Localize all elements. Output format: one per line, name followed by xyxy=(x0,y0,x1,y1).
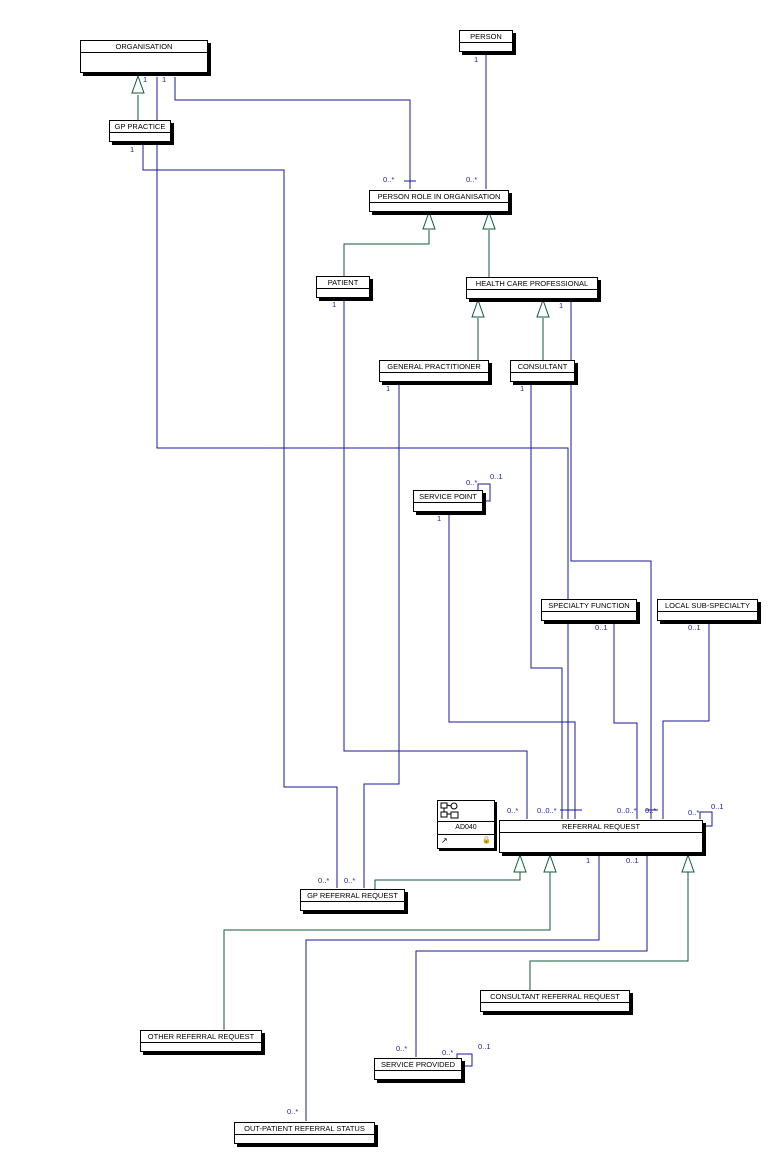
multiplicity-label: 0..1 xyxy=(626,856,639,865)
multiplicity-label: 0..* xyxy=(344,876,356,885)
association-organisation-person-role xyxy=(174,77,411,189)
generalization-arrowhead xyxy=(543,853,557,873)
generalization-arrowhead xyxy=(471,298,485,318)
generalization-arrowhead xyxy=(422,210,436,230)
multiplicity-label: 0..* xyxy=(507,806,519,815)
entity-name: GENERAL PRACTITIONER xyxy=(380,361,488,373)
entity-name: GP PRACTICE xyxy=(110,121,170,133)
multiplicity-label: 0..* xyxy=(442,1048,454,1057)
multiplicity-label: 1 xyxy=(143,75,148,84)
entity-name: REFERRAL REQUEST xyxy=(500,821,702,833)
entity-name: PATIENT xyxy=(317,277,369,289)
entity-name: CONSULTANT xyxy=(511,361,574,373)
association-patient-referral xyxy=(343,299,528,819)
entity-name: SERVICE POINT xyxy=(414,491,482,503)
multiplicity-label: 1 xyxy=(130,145,135,154)
association-referral-self xyxy=(699,811,713,827)
entity-name: HEALTH CARE PROFESSIONAL xyxy=(467,278,597,290)
entity-health-care-professional[interactable]: HEALTH CARE PROFESSIONAL xyxy=(466,277,598,299)
association-hcp-referral xyxy=(570,300,652,819)
association-referral-out-patient-status xyxy=(305,854,600,1121)
entity-consultant-referral-request[interactable]: CONSULTANT REFERRAL REQUEST xyxy=(480,990,630,1012)
entity-name: LOCAL SUB-SPECIALTY xyxy=(658,600,757,612)
multiplicity-label: 1 xyxy=(520,384,525,393)
generalization-arrowhead xyxy=(681,853,695,873)
entity-local-sub-specialty[interactable]: LOCAL SUB-SPECIALTY xyxy=(657,599,758,621)
multiplicity-label: 1 xyxy=(332,300,337,309)
entity-organisation[interactable]: ORGANISATION xyxy=(80,40,208,73)
model-element-footer: ↗ 🔒 xyxy=(438,835,494,849)
multiplicity-label: 0..* xyxy=(645,806,657,815)
entity-name: CONSULTANT REFERRAL REQUEST xyxy=(481,991,629,1003)
multiplicity-label: 0..* xyxy=(396,1044,408,1053)
association-sub-specialty-referral xyxy=(662,622,710,819)
multiplicity-label: 0..* xyxy=(383,175,395,184)
entity-patient[interactable]: PATIENT xyxy=(316,276,370,298)
lock-icon: 🔒 xyxy=(482,836,491,844)
entity-name: SERVICE PROVIDED xyxy=(375,1059,461,1071)
entity-name: OTHER REFERRAL REQUEST xyxy=(141,1031,261,1043)
model-element-header xyxy=(438,801,494,822)
association-specialty-referral xyxy=(613,622,638,819)
entity-gp-practice[interactable]: GP PRACTICE xyxy=(109,120,171,142)
multiplicity-label: 0..0..* xyxy=(617,806,637,815)
multiplicity-label: 0..1 xyxy=(490,472,503,481)
entity-service-provided[interactable]: SERVICE PROVIDED xyxy=(374,1058,462,1080)
association-consultant-referral xyxy=(530,383,563,819)
entity-other-referral-request[interactable]: OTHER REFERRAL REQUEST xyxy=(140,1030,262,1052)
generalization-arrowhead xyxy=(482,210,496,230)
entity-person[interactable]: PERSON xyxy=(459,30,513,52)
generalization-gp-referral-referral xyxy=(374,872,521,889)
generalization-consultant-referral-referral xyxy=(529,872,689,990)
multiplicity-label: 0..1 xyxy=(711,802,724,811)
generalization-arrowhead xyxy=(131,74,145,94)
multiplicity-label: 0..* xyxy=(466,478,478,487)
association-gp-gp-referral xyxy=(363,383,400,888)
multiplicity-label: 0..1 xyxy=(688,623,701,632)
entity-name: PERSON xyxy=(460,31,512,43)
multiplicity-label: 1 xyxy=(586,856,591,865)
generalization-other-referral-referral xyxy=(223,872,551,1030)
association-gp-practice-gp-referral xyxy=(142,143,338,888)
association-service-point-self xyxy=(477,483,491,502)
multiplicity-label: 1 xyxy=(559,301,564,310)
association-service-point-referral xyxy=(448,513,576,819)
entity-general-practitioner[interactable]: GENERAL PRACTITIONER xyxy=(379,360,489,382)
entity-specialty-function[interactable]: SPECIALTY FUNCTION xyxy=(541,599,637,621)
multiplicity-label: 1 xyxy=(162,75,167,84)
entity-service-point[interactable]: SERVICE POINT xyxy=(413,490,483,512)
entity-diagram-icon xyxy=(440,802,459,819)
generalization-arrowhead xyxy=(536,298,550,318)
generalization-patient-person-role xyxy=(343,230,430,276)
entity-person-role-in-organisation[interactable]: PERSON ROLE IN ORGANISATION xyxy=(369,190,509,212)
link-arrow-icon[interactable]: ↗ xyxy=(441,836,448,845)
multiplicity-label: 0..* xyxy=(318,876,330,885)
association-service-provided-self xyxy=(456,1053,473,1067)
association-referral-service-provided xyxy=(415,854,648,1057)
entity-name: ORGANISATION xyxy=(81,41,207,53)
association-organisation-referral xyxy=(156,77,569,819)
multiplicity-label: 0..0..* xyxy=(537,806,557,815)
multiplicity-label: 0..* xyxy=(466,175,478,184)
entity-consultant[interactable]: CONSULTANT xyxy=(510,360,575,382)
multiplicity-label: 1 xyxy=(437,514,442,523)
entity-name: GP REFERRAL REQUEST xyxy=(301,890,404,902)
multiplicity-label: 1 xyxy=(474,55,479,64)
multiplicity-label: 0..1 xyxy=(478,1042,491,1051)
model-element-id: AD040 xyxy=(438,822,494,835)
entity-referral-request[interactable]: REFERRAL REQUEST xyxy=(499,820,703,853)
entity-gp-referral-request[interactable]: GP REFERRAL REQUEST xyxy=(300,889,405,911)
entity-out-patient-referral-status[interactable]: OUT-PATIENT REFERRAL STATUS xyxy=(234,1122,375,1144)
entity-name: OUT-PATIENT REFERRAL STATUS xyxy=(235,1123,374,1135)
entity-name: SPECIALTY FUNCTION xyxy=(542,600,636,612)
multiplicity-label: 0..* xyxy=(688,808,700,817)
generalization-arrowhead xyxy=(513,853,527,873)
entity-name: PERSON ROLE IN ORGANISATION xyxy=(370,191,508,203)
multiplicity-label: 0..1 xyxy=(595,623,608,632)
multiplicity-label: 0..* xyxy=(287,1107,299,1116)
multiplicity-label: 1 xyxy=(386,384,391,393)
model-element-box[interactable]: AD040 ↗ 🔒 xyxy=(437,800,495,849)
